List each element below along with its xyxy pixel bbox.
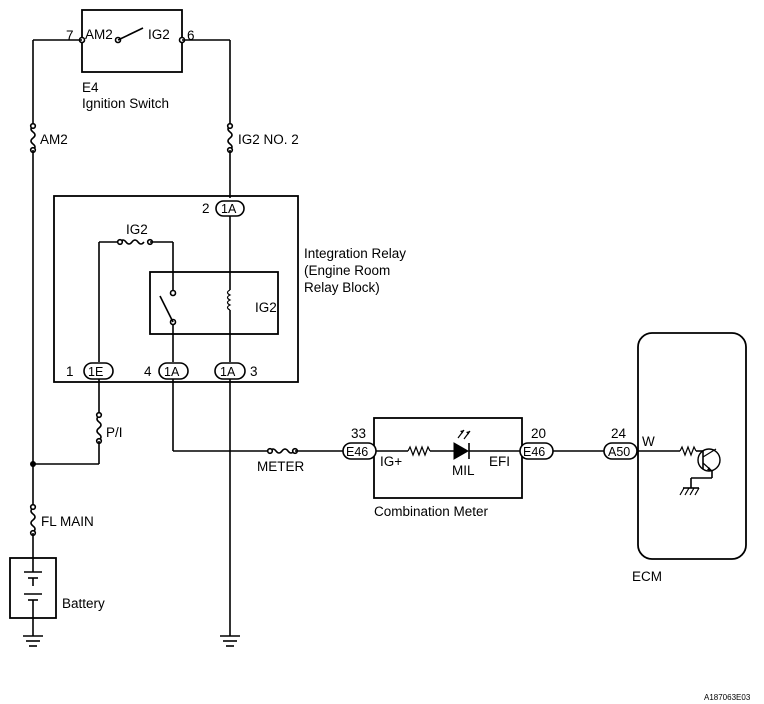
pi-fuse-label: P/I [106,425,123,440]
meter-connector-33-code: E46 [346,445,368,459]
relay-connector-4-pin: 4 [144,364,152,379]
meter-resistor-icon [407,445,431,457]
meter-pin-ig-label: IG+ [380,454,402,469]
meter-pin-efi-label: EFI [489,454,510,469]
ig2-circuit: IG2 NO. 2 [182,39,299,198]
battery: Battery [9,557,105,647]
figure-code: A187063E03 [704,693,751,702]
integration-relay-title-2: (Engine Room [304,263,390,278]
ignition-switch-pin-am2-no: 7 [66,28,74,43]
ignition-switch: 7 AM2 IG2 6 E4 Ignition Switch [66,9,195,111]
fuse-terminal [266,447,274,455]
fuse-terminal [116,238,124,246]
relay-ground [220,379,240,647]
relay-connector-3-code: 1A [220,365,236,379]
ecm-wire-color: W [642,434,655,449]
meter-mil-label: MIL [452,463,475,478]
ignition-switch-name: Ignition Switch [82,96,169,111]
ecm-box [637,332,747,560]
fuse-terminal [95,411,103,419]
meter-fuse-label: METER [257,459,305,474]
am2-fuse-icon [30,125,36,151]
fl-main-fuse-icon [30,507,36,533]
ignition-switch-code: E4 [82,80,99,95]
relay-connector-3-pin: 3 [250,364,258,379]
ecm-chassis-ground-icon [679,487,700,496]
mil-led-icon [453,429,471,460]
combination-meter: E46 33 E46 20 IG+ EFI MIL Combination Me… [342,417,554,519]
ig2-no2-fuse-label: IG2 NO. 2 [238,132,299,147]
meter-connector-20-code: E46 [523,445,545,459]
ig2-internal-fuse-icon [119,239,145,245]
pi-circuit: P/I [33,379,123,465]
ecm-connector-24-code: A50 [608,445,630,459]
relay-inner-box [149,271,279,335]
ignition-switch-pin-am2-label: AM2 [85,27,113,42]
battery-ground-icon [23,635,43,647]
meter-fuse-icon [269,448,295,454]
ignition-switch-blade [117,27,144,41]
integration-relay: 1A 2 IG2 IG2 1E 1 1A 4 1A 3 Integration … [53,195,406,383]
combination-meter-name: Combination Meter [374,504,489,519]
ecm-transistor-icon [697,448,721,472]
ecm-resistor-icon [679,445,697,457]
ecm-connector-24-pin: 24 [611,426,627,441]
relay-contact [169,289,177,297]
relay-connector-2-code: 1A [221,202,237,216]
fuse-terminal [226,122,234,130]
pi-fuse-icon [96,415,102,441]
ig2-internal-fuse-label: IG2 [126,222,148,237]
ig2-no2-fuse-icon [227,125,233,151]
relay-coil-icon [226,289,232,311]
integration-relay-title-3: Relay Block) [304,280,380,295]
relay-switch-blade [159,295,174,323]
ecm-label: ECM [632,569,662,584]
fuse-terminal [29,122,37,130]
fl-main-fuse-label: FL MAIN [41,514,94,529]
ignition-switch-pin-ig2-label: IG2 [148,27,170,42]
meter-connector-33-pin: 33 [351,426,366,441]
relay-coil-label: IG2 [255,300,277,315]
meter-connector-20-pin: 20 [531,426,546,441]
am2-fuse-label: AM2 [40,132,68,147]
integration-relay-title-1: Integration Relay [304,246,406,261]
ecm: A50 24 W ECM [603,332,747,584]
relay-connector-2-pin: 2 [202,201,210,216]
relay-ground-icon [220,635,240,647]
combination-meter-box [373,417,523,499]
battery-label: Battery [62,596,105,611]
ignition-switch-pin-ig2-no: 6 [187,28,195,43]
relay-connector-4-code: 1A [164,365,180,379]
meter-circuit: METER [172,379,343,474]
am2-circuit: AM2 FL MAIN [29,39,94,558]
relay-connector-1-pin: 1 [66,364,74,379]
relay-connector-1-code: 1E [88,365,103,379]
integration-relay-box [53,195,299,383]
fuse-terminal [29,503,37,511]
